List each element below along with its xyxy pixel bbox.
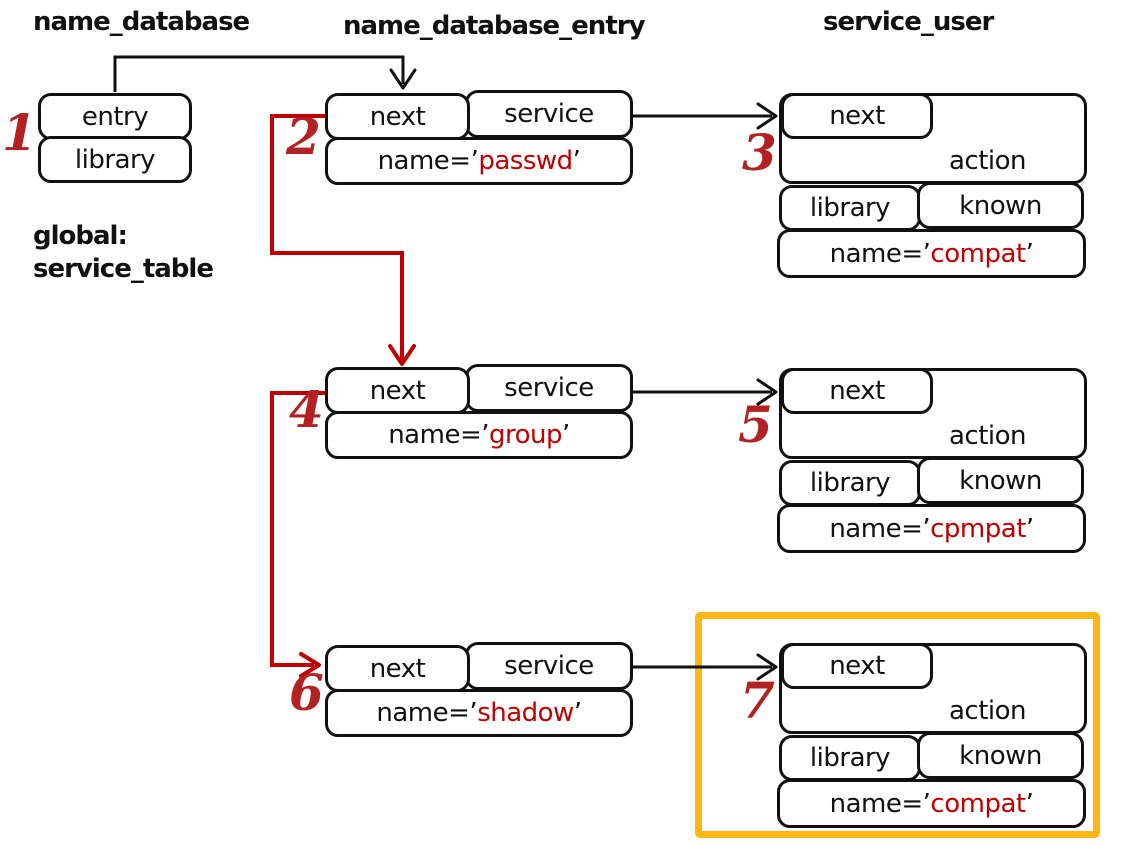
- name-suffix: ’: [1025, 513, 1034, 544]
- name-suffix: ’: [1025, 788, 1034, 819]
- name-prefix: name=’: [829, 788, 931, 819]
- label-name-database: name_database: [33, 7, 250, 37]
- field-name: name=’shadow’: [325, 689, 633, 737]
- name-value: compat: [930, 238, 1026, 269]
- arrowhead-down-entry4: [388, 344, 416, 366]
- field-entry: entry: [38, 93, 192, 140]
- label-global-service-table: global: service_table: [33, 220, 214, 285]
- step-number-5: 5: [738, 395, 773, 454]
- field-next: next: [781, 368, 933, 414]
- highlight-box: [695, 612, 1100, 838]
- name-value: passwd: [478, 146, 573, 176]
- field-known: known: [917, 457, 1084, 504]
- field-name: name=’compat’: [777, 229, 1086, 278]
- label-service-user: service_user: [823, 7, 994, 37]
- step-number-1: 1: [2, 103, 37, 162]
- field-known: known: [917, 732, 1084, 779]
- field-known: known: [917, 182, 1084, 229]
- field-service: service: [465, 364, 633, 412]
- name-value: shadow: [477, 698, 574, 728]
- arrow-database-to-entry2: [113, 55, 405, 92]
- step-number-6: 6: [289, 663, 324, 722]
- step-number-7: 7: [740, 671, 775, 730]
- name-prefix: name=’: [376, 698, 478, 728]
- field-action: action: [948, 421, 1027, 451]
- step-number-3: 3: [742, 123, 777, 182]
- name-suffix: ’: [562, 420, 570, 450]
- field-library: library: [779, 735, 921, 781]
- name-value: compat: [930, 788, 1026, 819]
- step-number-2: 2: [286, 107, 321, 166]
- field-library: library: [779, 460, 921, 506]
- field-library: library: [779, 185, 921, 231]
- field-next: next: [781, 93, 933, 139]
- field-name: name=’compat’: [777, 779, 1086, 828]
- field-action: action: [948, 696, 1027, 726]
- name-value: group: [489, 420, 563, 450]
- global-note-line1: global:: [33, 221, 128, 251]
- label-name-database-entry: name_database_entry: [343, 11, 646, 41]
- field-next: next: [325, 367, 470, 414]
- arrowhead-down-entry2: [389, 68, 417, 90]
- field-next: next: [325, 645, 470, 692]
- field-service: service: [465, 90, 633, 138]
- field-action: action: [948, 146, 1027, 176]
- field-next: next: [325, 93, 470, 140]
- field-name: name=’cpmpat’: [777, 504, 1086, 553]
- field-service: service: [465, 642, 633, 690]
- field-name: name=’group’: [325, 411, 633, 459]
- name-prefix: name=’: [377, 146, 479, 176]
- record-box: [779, 643, 1087, 734]
- step-number-4: 4: [289, 380, 324, 439]
- field-library: library: [38, 136, 192, 183]
- name-prefix: name=’: [388, 420, 489, 450]
- name-prefix: name=’: [829, 238, 931, 269]
- field-next: next: [781, 643, 933, 689]
- global-note-line2: service_table: [33, 253, 214, 284]
- field-name: name=’passwd’: [325, 137, 633, 185]
- name-suffix: ’: [573, 698, 582, 728]
- name-suffix: ’: [1025, 238, 1034, 269]
- name-value: cpmpat: [930, 513, 1026, 544]
- name-suffix: ’: [572, 146, 581, 176]
- name-prefix: name=’: [829, 513, 931, 544]
